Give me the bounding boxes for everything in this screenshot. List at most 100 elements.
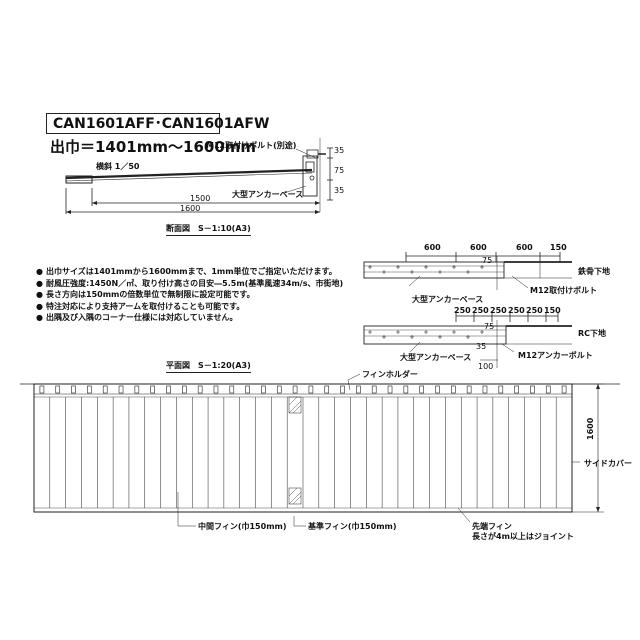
middle-fin-label: 中間フィン(巾150mm)	[198, 522, 287, 531]
steel-detail-drawing	[363, 252, 572, 290]
anchor-mark	[438, 270, 442, 274]
fin-holder-mark	[340, 385, 345, 394]
steel-dim-150: 150	[550, 243, 567, 252]
fin-holder-mark	[118, 385, 124, 394]
anchor-mark	[480, 265, 484, 269]
note-item: 長さ方向は150mmの倍数単位で無制限に設定可能です。	[36, 289, 343, 301]
fin-holder-mark	[39, 385, 45, 394]
section-dim-75: 75	[334, 166, 345, 175]
fin-holder-mark	[466, 385, 472, 394]
fin-holder-mark	[387, 385, 393, 394]
fin-holder-mark	[561, 385, 567, 394]
plan-view-drawing	[20, 373, 620, 527]
fin-holder-mark	[261, 385, 266, 394]
anchor-mark	[368, 330, 372, 334]
plan-dim-1600: 1600	[586, 417, 595, 440]
rc-dim-150: 150	[544, 306, 561, 315]
note-item: 耐風圧強度:1450N／㎡、取り付け高さの目安―5.5m(基準風速34m/s、市…	[36, 278, 343, 290]
side-cover-label: サイドカバー	[584, 459, 632, 468]
note-item: 出巾サイズは1401mmから1600mmまで、1mm単位でご指定いただけます。	[36, 266, 343, 278]
section-dim-1500: 1500	[190, 194, 211, 203]
section-dim-35-bottom: 35	[334, 186, 345, 195]
steel-dim-600-3: 600	[516, 243, 533, 252]
fin-holder-mark	[150, 385, 155, 394]
plan-caption: 平面図 S－1:20(A3)	[166, 360, 251, 373]
rc-dim-250-1: 250	[454, 306, 471, 315]
fin-holder-mark	[403, 385, 409, 394]
fin-holder-mark	[419, 385, 424, 394]
anchor-mark	[438, 335, 442, 339]
anchor-mark	[410, 335, 414, 339]
fin-holder-mark	[482, 385, 488, 394]
steel-dim-75: 75	[482, 256, 493, 265]
fin-holder-mark	[514, 385, 519, 394]
fin-holder-mark	[245, 385, 250, 394]
note-item: 特注対応により支持アームを取付けることも可能です。	[36, 301, 343, 313]
fin-holder-mark	[292, 385, 298, 394]
fin-holder-mark	[356, 385, 361, 394]
anchor-mark	[368, 265, 372, 269]
fin-holder-mark	[545, 385, 551, 394]
anchor-mark	[452, 330, 456, 334]
rc-dim-250-3: 250	[490, 306, 507, 315]
anchor-mark	[480, 330, 484, 334]
anchor-mark	[396, 265, 400, 269]
rc-dim-250-2: 250	[472, 306, 489, 315]
rc-dim-75: 75	[484, 322, 495, 331]
rc-dim-250-4: 250	[508, 306, 525, 315]
anchor-mark	[424, 265, 428, 269]
fin-holder-label: フィンホルダー	[362, 370, 418, 379]
section-slope-label: 横斜 1／50	[96, 162, 140, 171]
steel-base-label: 鉄骨下地	[578, 267, 610, 276]
rc-dim-35: 35	[476, 342, 487, 351]
fin-holder-mark	[435, 385, 440, 394]
fin-holder-mark	[276, 385, 282, 394]
anchor-mark	[382, 335, 386, 339]
steel-anchor-label: 大型アンカーベース	[412, 295, 484, 304]
anchor-mark	[466, 270, 470, 274]
fin-holder-mark	[308, 385, 314, 394]
anchor-mark	[466, 335, 470, 339]
note-item: 出隅及び入隅のコーナー仕様には対応していません。	[36, 312, 343, 324]
fin-holder-mark	[371, 385, 377, 394]
fin-holder-mark	[498, 385, 504, 394]
fin-holder-mark	[87, 385, 92, 394]
tip-fin-note: 長さが4m以上はジョイント	[472, 532, 574, 541]
fin-holder-mark	[102, 385, 108, 394]
section-caption: 断面図 S－1:10(A3)	[166, 223, 251, 236]
model-number-box: CAN1601AFF･CAN1601AFW	[46, 113, 269, 134]
rc-base-label: RC下地	[578, 329, 607, 338]
spec-notes: 出巾サイズは1401mmから1600mmまで、1mm単位でご指定いただけます。 …	[36, 266, 343, 324]
fin-holder-mark	[197, 385, 203, 394]
fin-holder-mark	[134, 385, 140, 394]
fin-holder-mark	[324, 385, 330, 394]
rc-dim-250-5: 250	[526, 306, 543, 315]
anchor-mark	[396, 330, 400, 334]
fin-holder-mark	[71, 385, 76, 394]
rc-bolt-label: M12アンカーボルト	[518, 351, 593, 360]
section-anchor-label: 大型アンカーベース	[232, 190, 304, 199]
fin-holder-mark	[166, 385, 171, 394]
section-dim-1600: 1600	[180, 204, 201, 213]
anchor-mark	[424, 330, 428, 334]
fin-holder-mark	[55, 385, 61, 394]
section-dim-35-top: 35	[334, 146, 345, 155]
rc-anchor-label: 大型アンカーベース	[400, 353, 472, 362]
fin-holder-mark	[229, 385, 235, 394]
section-view-drawing	[65, 138, 333, 214]
fin-holder-mark	[213, 385, 219, 394]
section-bolt-label: M12取付けボルト(別途)	[206, 141, 297, 150]
base-fin-label: 基準フィン(巾150mm)	[308, 522, 397, 531]
fin-holder-mark	[530, 385, 535, 394]
anchor-mark	[410, 270, 414, 274]
steel-dim-600-1: 600	[424, 243, 441, 252]
rc-dim-100: 100	[478, 362, 494, 371]
rc-detail-drawing	[363, 312, 572, 368]
steel-dim-600-2: 600	[470, 243, 487, 252]
tip-fin-label: 先端フィン	[472, 522, 512, 531]
anchor-mark	[382, 270, 386, 274]
steel-bolt-label: M12取付けボルト	[530, 286, 598, 295]
fin-holder-mark	[182, 385, 187, 394]
fin-holder-mark	[451, 385, 456, 394]
